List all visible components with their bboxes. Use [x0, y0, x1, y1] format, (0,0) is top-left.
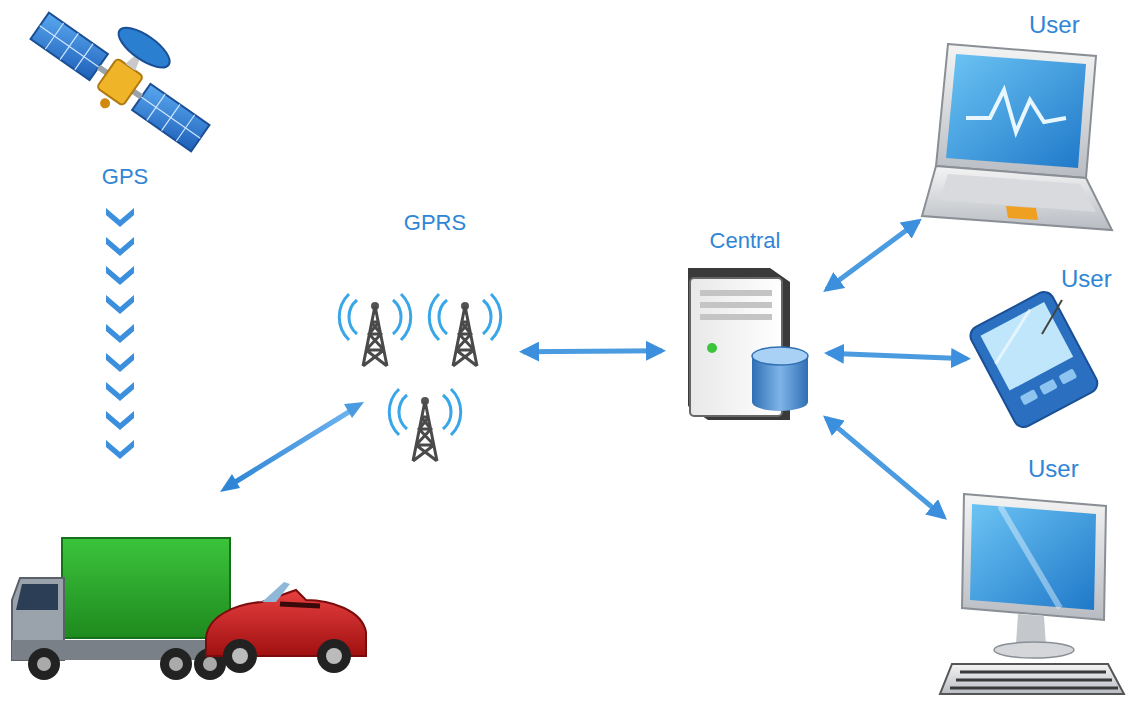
double-arrow: [828, 353, 967, 358]
node-label: GPRS: [404, 211, 466, 235]
chevron: [106, 440, 134, 459]
chevron: [106, 324, 134, 343]
node-label: User: [1061, 266, 1112, 292]
node-label: Central: [710, 229, 781, 253]
node-label: User: [1029, 12, 1080, 38]
icon-node: Central: [670, 225, 820, 435]
icon-node: User: [925, 8, 1120, 240]
double-arrow: [826, 221, 918, 289]
node-label: GPS: [102, 165, 148, 189]
node-label: User: [1028, 456, 1079, 482]
chevron: [106, 353, 134, 372]
icon-node: GPS: [40, 5, 210, 200]
icon-node: GPRS: [355, 205, 515, 460]
chevron: [106, 382, 134, 401]
chevron: [106, 237, 134, 256]
icon-node: User: [950, 452, 1128, 702]
icon-node: User: [975, 262, 1128, 422]
chevron: [106, 266, 134, 285]
double-arrow: [523, 351, 662, 352]
chevron: [106, 208, 134, 227]
chevron: [106, 411, 134, 430]
double-arrow: [826, 418, 944, 517]
chevron: [106, 295, 134, 314]
